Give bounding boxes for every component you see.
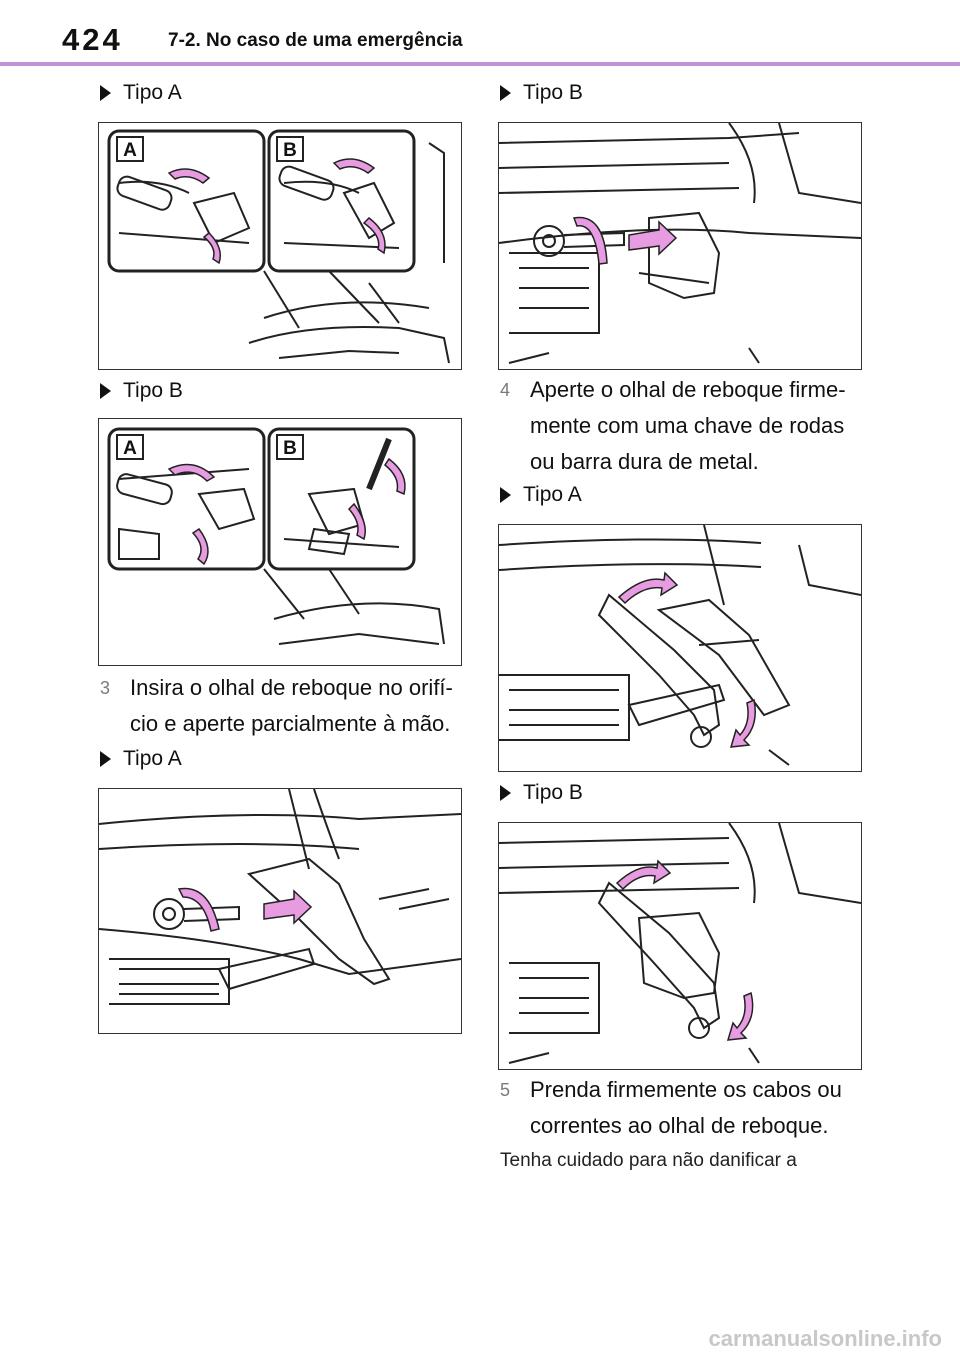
label-text: Tipo A: [123, 81, 182, 104]
figure-insert-eyelet-type-a: [98, 788, 462, 1034]
tipo-b-label-3: Tipo B: [500, 780, 583, 806]
step-number: 4: [500, 380, 511, 400]
step-text: Aperte o olhal de reboque firme­mente co…: [530, 377, 846, 474]
tipo-a-label-2: Tipo A: [100, 746, 182, 772]
page-number: 424: [62, 22, 123, 57]
label-text: Tipo A: [523, 483, 582, 506]
caution-note: Tenha cuidado para não danificar a: [500, 1150, 797, 1171]
step-4: 4 Aperte o olhal de reboque firme­mente …: [500, 372, 860, 480]
tipo-a-label-3: Tipo A: [500, 482, 582, 508]
figure-label-a: A: [123, 438, 137, 459]
step-text: Prenda firmemente os cabos ou correntes …: [530, 1077, 842, 1138]
bullet-triangle-icon: [100, 383, 111, 399]
figure-cover-removal-type-a: A B: [98, 122, 462, 370]
figure-tighten-eyelet-type-b: [498, 822, 862, 1070]
section-title: 7-2. No caso de uma emergência: [168, 30, 463, 51]
eyelet-insertion-illustration: [99, 789, 461, 1005]
figure-label-a: A: [123, 140, 137, 161]
bullet-triangle-icon: [100, 85, 111, 101]
bullet-triangle-icon: [100, 751, 111, 767]
bullet-triangle-icon: [500, 785, 511, 801]
step-number: 5: [500, 1080, 511, 1100]
tighten-eyelet-illustration: [499, 823, 861, 1064]
header-divider: [0, 62, 960, 66]
tipo-b-label-2: Tipo B: [500, 80, 583, 106]
figure-cover-removal-type-b: A B: [98, 418, 462, 666]
label-text: Tipo B: [523, 781, 583, 804]
step-text: Insira o olhal de reboque no orifí­cio e…: [130, 675, 453, 736]
label-text: Tipo B: [523, 81, 583, 104]
step-number: 3: [100, 678, 111, 698]
step-3: 3 Insira o olhal de reboque no orifí­cio…: [100, 670, 460, 742]
label-text: Tipo B: [123, 379, 183, 402]
figure-tighten-eyelet-type-a: [498, 524, 862, 772]
tipo-a-label-1: Tipo A: [100, 80, 182, 106]
figure-insert-eyelet-type-b: [498, 122, 862, 370]
eyelet-insertion-illustration: [499, 123, 861, 364]
figure-label-b: B: [283, 140, 297, 161]
tipo-b-label-1: Tipo B: [100, 378, 183, 404]
page-header: 424 7-2. No caso de uma emergência: [0, 0, 960, 66]
cover-removal-illustration: A B: [107, 129, 450, 364]
label-text: Tipo A: [123, 747, 182, 770]
figure-label-b: B: [283, 438, 297, 459]
step-5: 5 Prenda firmemente os cabos ou corrente…: [500, 1072, 860, 1144]
bullet-triangle-icon: [500, 85, 511, 101]
tighten-eyelet-illustration: [499, 525, 861, 766]
watermark: carmanualsonline.info: [708, 1326, 943, 1351]
bullet-triangle-icon: [500, 487, 511, 503]
cover-removal-illustration: A B: [107, 427, 445, 645]
